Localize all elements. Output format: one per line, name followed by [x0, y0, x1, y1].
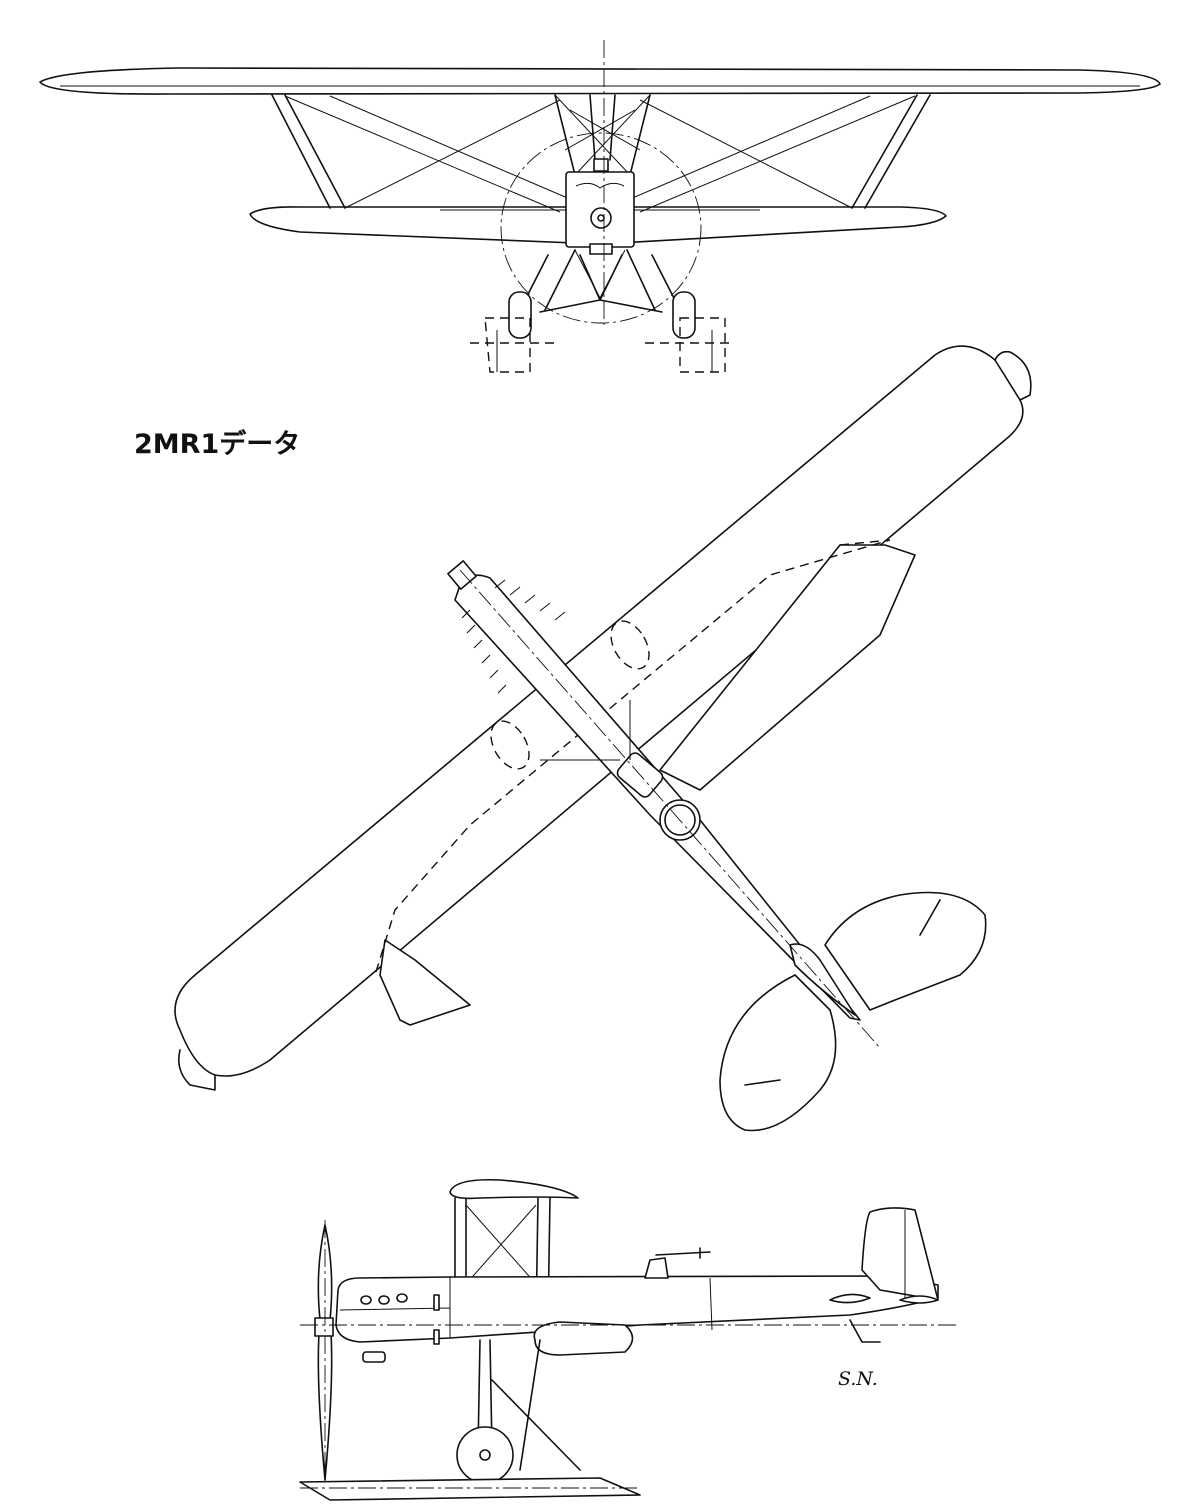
- engine-cylinders: [461, 579, 566, 694]
- cabane-struts: [554, 94, 651, 176]
- tail-fin: [861, 1207, 939, 1301]
- side-wheel: [456, 1426, 514, 1484]
- front-view: [39, 40, 1161, 373]
- upper-wing: [39, 67, 1161, 95]
- upper-wing-profile: [449, 1178, 579, 1200]
- side-interplane-struts: [454, 1197, 551, 1326]
- left-aileron: [379, 939, 471, 1026]
- gunner-and-gun: [644, 1257, 669, 1279]
- propeller-hub: [590, 207, 612, 229]
- artist-signature: S.N.: [838, 1368, 878, 1390]
- left-tailplane: [719, 974, 837, 1132]
- fuselage-profile: [335, 1275, 939, 1343]
- right-wheel: [672, 291, 696, 339]
- float: [299, 1477, 641, 1501]
- front-undercarriage: [519, 249, 681, 313]
- page-title: 2MR1データ: [134, 429, 301, 460]
- side-undercarriage: [477, 1339, 581, 1471]
- right-aileron: [659, 544, 916, 791]
- top-view: [174, 345, 1032, 1132]
- side-view: [299, 1178, 960, 1501]
- right-tailplane: [824, 891, 987, 1011]
- propeller-disc: [500, 132, 702, 324]
- engine-vents: [360, 1293, 408, 1305]
- left-interplane-strut: [271, 94, 346, 209]
- right-interplane-strut: [851, 94, 931, 209]
- lower-wing-profile: [533, 1321, 634, 1356]
- left-wheel: [508, 291, 532, 339]
